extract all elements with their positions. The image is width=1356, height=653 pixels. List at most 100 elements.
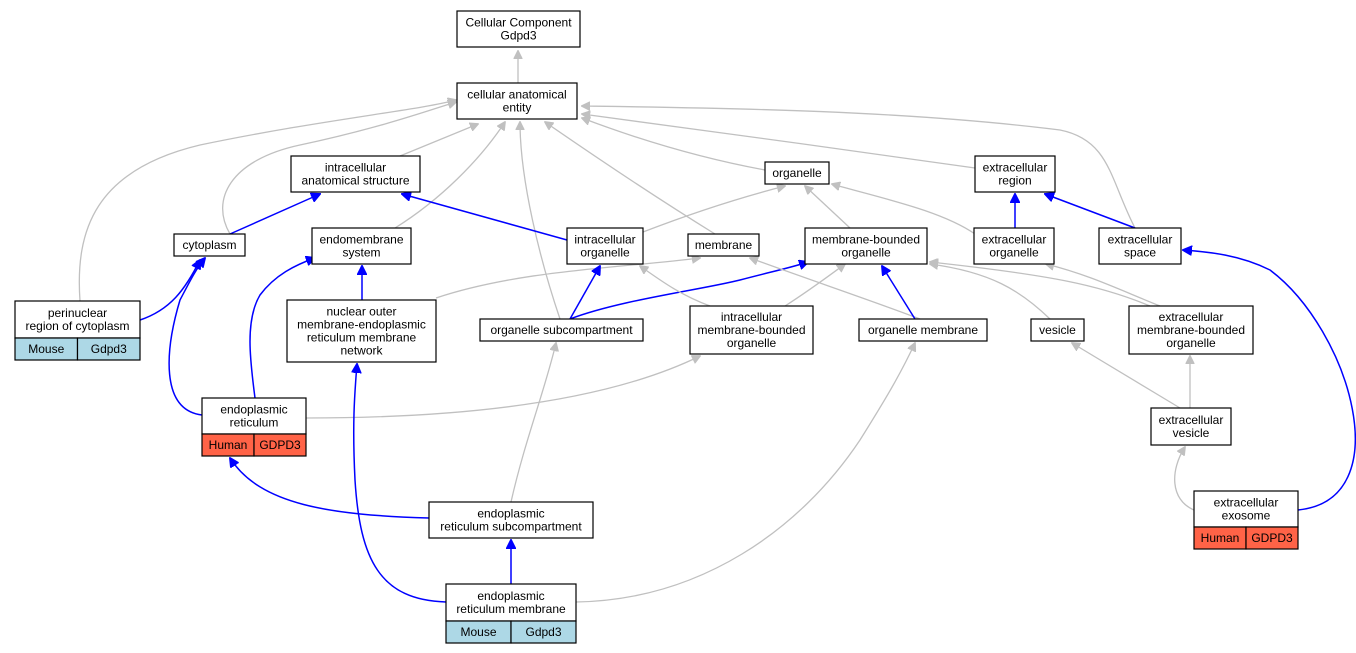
edge-orgmem-to-mbo xyxy=(882,266,916,320)
node-orgmem[interactable]: organelle membrane xyxy=(858,318,988,342)
node-label: organelle subcompartment xyxy=(490,323,633,337)
edge-vesicle-to-mbo xyxy=(930,264,1051,320)
node-label: membrane-bounded xyxy=(1137,323,1245,337)
gene-label: Gdpd3 xyxy=(525,625,561,639)
node-label: organelle xyxy=(841,246,891,260)
node-label: reticulum membrane xyxy=(307,331,417,345)
edge-imbo-to-intorg xyxy=(640,266,711,307)
edge-embo-to-mbo xyxy=(930,262,1151,307)
node-box xyxy=(566,227,644,265)
gene-cell xyxy=(510,620,577,644)
node-orgsub[interactable]: organelle subcompartment xyxy=(479,318,644,342)
node-label: entity xyxy=(503,101,532,115)
node-label: organelle membrane xyxy=(868,323,978,337)
node-box xyxy=(1193,490,1299,528)
node-label: membrane-endoplasmic xyxy=(297,318,426,332)
edge-membrane-to-cae xyxy=(545,122,716,235)
node-box xyxy=(687,233,760,257)
gene-label: GDPD3 xyxy=(259,438,301,452)
node-label: cytoplasm xyxy=(182,238,236,252)
edge-ermem-to-orgmem xyxy=(575,343,915,603)
node-membrane[interactable]: membrane xyxy=(687,233,760,257)
node-vesicle[interactable]: vesicle xyxy=(1030,318,1085,342)
edge-intorg-to-ias xyxy=(402,194,568,241)
edges-layer xyxy=(78,51,1356,603)
species-label: Mouse xyxy=(460,625,496,639)
node-label: intracellular xyxy=(721,310,782,324)
node-box xyxy=(689,305,814,355)
edge-imbo-to-mbo xyxy=(784,264,845,307)
node-box xyxy=(973,227,1055,265)
node-label: membrane-bounded xyxy=(697,323,805,337)
node-label: organelle xyxy=(772,166,822,180)
node-box xyxy=(201,397,307,435)
node-label: organelle xyxy=(989,246,1039,260)
gene-cell xyxy=(1245,526,1299,550)
node-label: exosome xyxy=(1222,509,1271,523)
edge-cytoplasm-to-ias xyxy=(229,194,320,235)
node-box xyxy=(456,10,581,48)
edge-ermem-to-nomer xyxy=(354,364,447,603)
node-label: vesicle xyxy=(1173,426,1210,440)
gene-cell xyxy=(76,337,141,361)
node-label: extracellular xyxy=(1159,413,1224,427)
node-label: nuclear outer xyxy=(326,305,396,319)
edge-perinuc-to-cytoplasm xyxy=(139,260,200,321)
edge-cytoplasm-to-cae xyxy=(222,102,456,235)
node-label: intracellular xyxy=(574,233,635,247)
node-box xyxy=(428,501,594,539)
node-label: region xyxy=(998,174,1031,188)
edge-orgsub-to-mbo xyxy=(569,262,808,320)
node-box xyxy=(804,227,928,265)
edge-orgmem-to-membrane xyxy=(750,258,921,320)
node-box xyxy=(1030,318,1085,342)
node-label: Cellular Component xyxy=(465,16,572,30)
edge-er-to-cytoplasm xyxy=(168,258,205,416)
node-label: perinuclear xyxy=(48,306,107,320)
node-box xyxy=(1150,407,1232,446)
node-box xyxy=(858,318,988,342)
edge-er-to-imbo xyxy=(305,356,700,419)
node-label: extracellular xyxy=(1159,310,1224,324)
node-organelle[interactable]: organelle xyxy=(764,161,830,185)
node-label: intracellular xyxy=(325,161,386,175)
edge-exosome-to-ecspace xyxy=(1183,250,1356,511)
node-label: system xyxy=(342,246,380,260)
edge-ecorg-to-organelle xyxy=(832,184,976,235)
node-nomer[interactable]: nuclear outermembrane-endoplasmicreticul… xyxy=(286,299,437,363)
node-label: cellular anatomical xyxy=(467,88,566,102)
node-box xyxy=(286,299,437,363)
edge-ecvesicle-to-vesicle xyxy=(1072,343,1181,409)
edge-organelle-to-cae xyxy=(582,118,766,171)
gene-label: Gdpd3 xyxy=(91,342,127,356)
node-label: endoplasmic xyxy=(220,403,287,417)
node-label: Gdpd3 xyxy=(500,29,536,43)
edge-nomer-to-membrane xyxy=(435,258,700,299)
gene-cell xyxy=(253,433,307,457)
node-box xyxy=(456,82,578,120)
edge-orgsub-to-cae xyxy=(520,122,561,320)
node-box xyxy=(445,583,577,622)
node-box xyxy=(764,161,830,185)
node-label: organelle xyxy=(580,246,630,260)
node-cytoplasm[interactable]: cytoplasm xyxy=(173,233,246,257)
